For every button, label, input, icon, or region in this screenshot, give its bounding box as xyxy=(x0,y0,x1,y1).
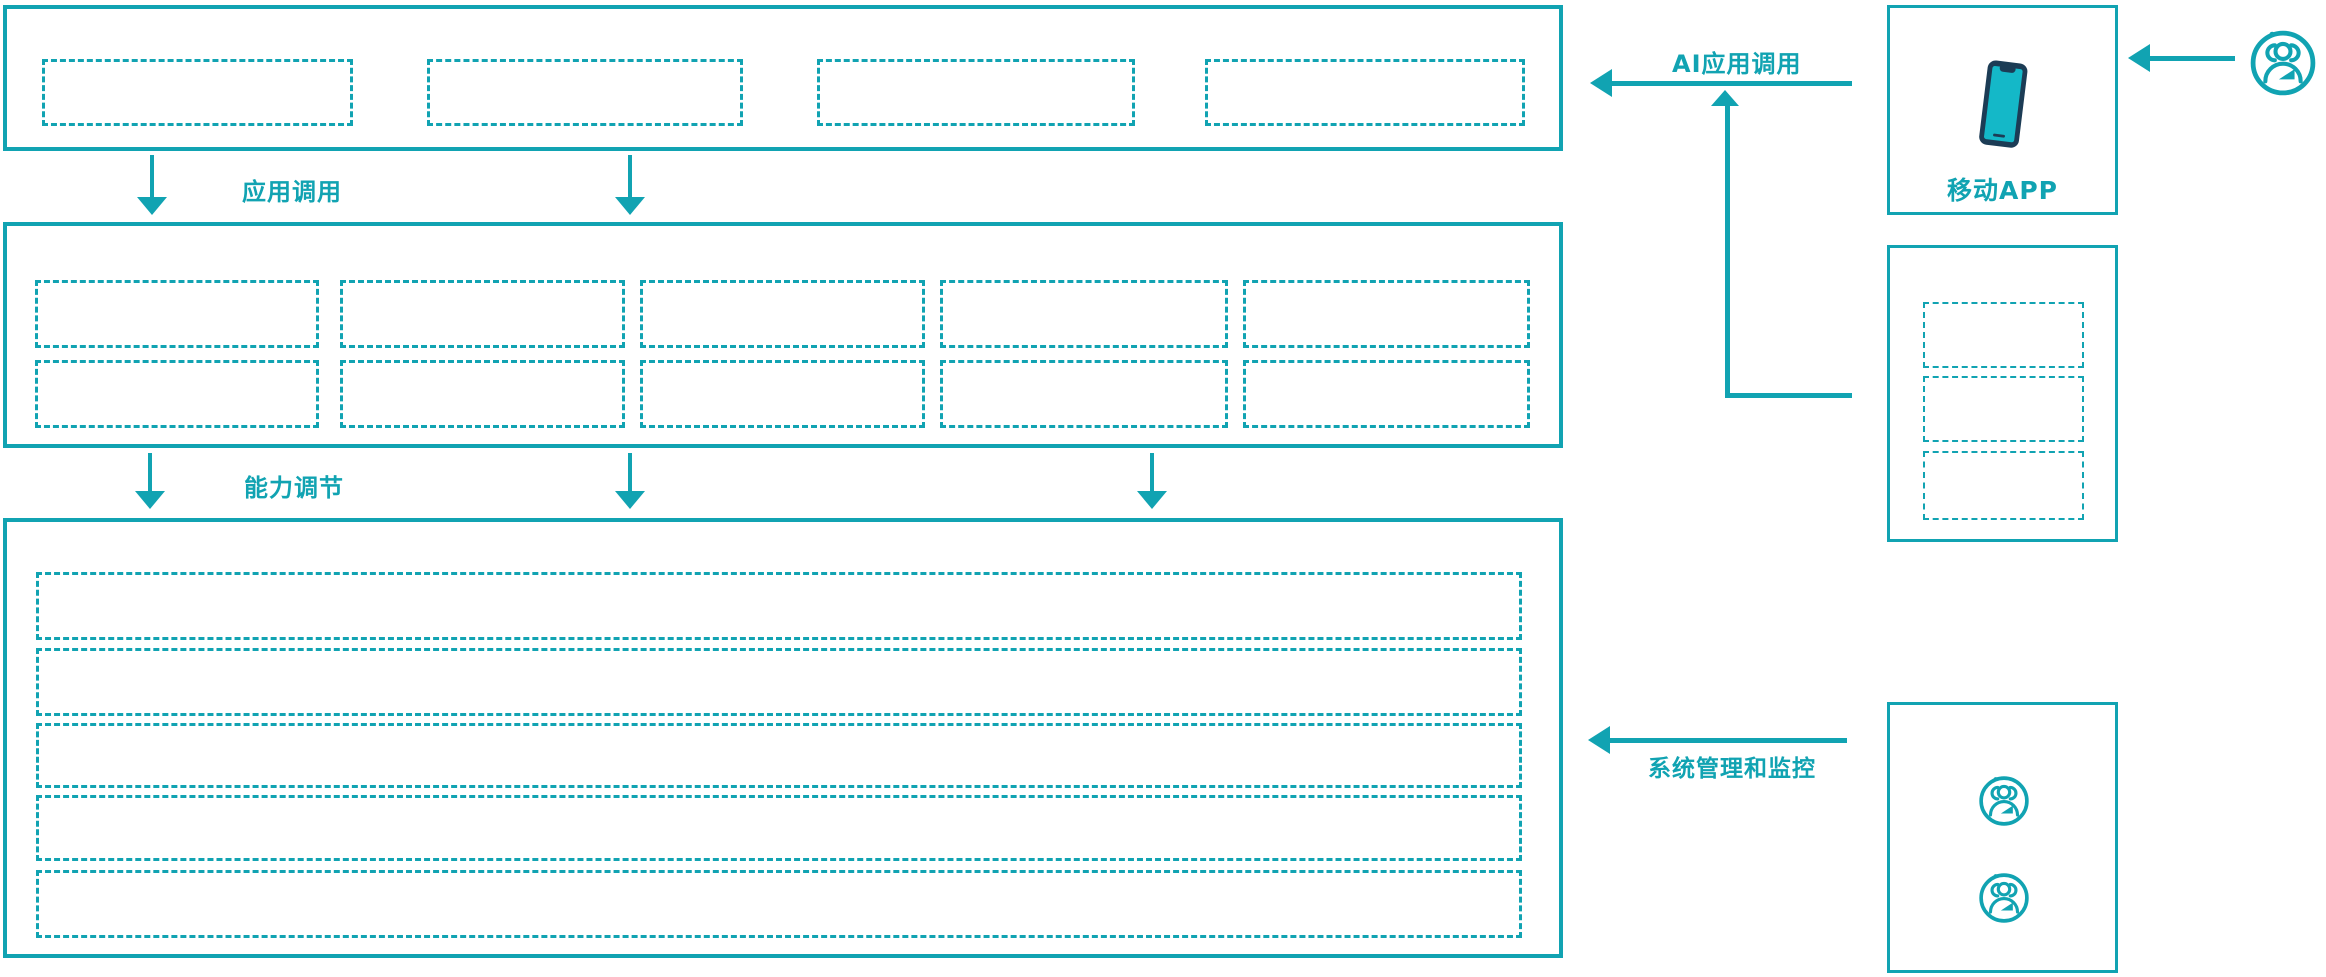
middle-layer-panel xyxy=(3,222,1563,448)
down-arrow-line xyxy=(150,155,154,199)
label-ai-app-call: AI应用调用 xyxy=(1672,50,1802,78)
up-arrow-head-icon xyxy=(1711,90,1739,106)
top-layer-panel xyxy=(3,5,1563,151)
placeholder-box xyxy=(340,280,625,348)
down-arrow-line xyxy=(628,453,632,493)
admin-users-box xyxy=(1887,702,2118,973)
placeholder-row xyxy=(36,723,1522,788)
user-group-icon xyxy=(1979,776,2029,826)
placeholder-box xyxy=(1923,376,2084,442)
placeholder-box xyxy=(640,280,925,348)
down-arrow-line xyxy=(148,453,152,493)
label-mobile-app: 移动APP xyxy=(1947,176,2058,205)
placeholder-box xyxy=(1205,59,1525,126)
label-capability-adjust: 能力调节 xyxy=(244,474,344,502)
down-arrow-head-icon xyxy=(615,197,645,215)
right-stacked-box xyxy=(1887,245,2118,542)
placeholder-box xyxy=(1923,302,2084,368)
down-arrow-head-icon xyxy=(615,491,645,509)
placeholder-row xyxy=(36,572,1522,640)
label-system-monitor: 系统管理和监控 xyxy=(1648,756,1816,782)
system-monitor-arrow-line xyxy=(1610,738,1847,743)
mobile-app-box: 移动APP xyxy=(1887,5,2118,215)
placeholder-box xyxy=(817,59,1135,126)
placeholder-box xyxy=(940,280,1228,348)
placeholder-row xyxy=(36,870,1522,938)
placeholder-box xyxy=(42,59,353,126)
placeholder-box xyxy=(35,280,319,348)
left-arrow-head-icon xyxy=(2128,44,2150,72)
placeholder-box xyxy=(427,59,743,126)
user-arrow-line xyxy=(2150,56,2235,61)
user-group-icon xyxy=(1979,873,2029,923)
down-arrow-head-icon xyxy=(137,197,167,215)
label-app-call: 应用调用 xyxy=(242,178,342,206)
placeholder-box xyxy=(35,360,319,428)
placeholder-box xyxy=(1243,360,1530,428)
down-arrow-head-icon xyxy=(1137,491,1167,509)
down-arrow-head-icon xyxy=(135,491,165,509)
placeholder-row xyxy=(36,795,1522,861)
placeholder-box xyxy=(340,360,625,428)
placeholder-box xyxy=(940,360,1228,428)
left-arrow-head-icon xyxy=(1588,726,1610,754)
ai-call-arrow-line xyxy=(1612,81,1852,86)
placeholder-box xyxy=(640,360,925,428)
user-group-icon xyxy=(2250,30,2316,96)
placeholder-row xyxy=(36,648,1522,716)
down-arrow-line xyxy=(1150,453,1154,493)
bottom-layer-panel xyxy=(3,518,1563,958)
down-arrow-line xyxy=(628,155,632,199)
placeholder-box xyxy=(1243,280,1530,348)
placeholder-box xyxy=(1923,451,2084,520)
up-arrow-line xyxy=(1725,105,1730,396)
smartphone-icon xyxy=(1979,60,2028,148)
left-arrow-head-icon xyxy=(1590,69,1612,97)
up-arrow-connector-line xyxy=(1725,393,1852,398)
